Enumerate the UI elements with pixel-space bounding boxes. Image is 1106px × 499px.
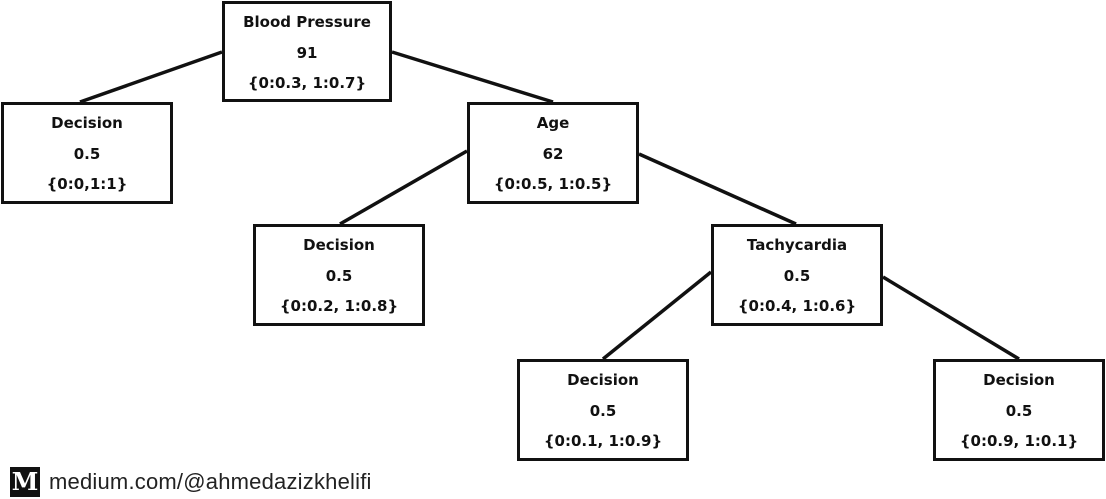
node-distribution: {0:0.3, 1:0.7}	[247, 74, 367, 92]
node-value: 0.5	[589, 402, 617, 420]
edge-root-left	[79, 50, 223, 104]
node-age: Age 62 {0:0.5, 1:0.5}	[467, 102, 639, 204]
footer-url: medium.com/@ahmedazizkhelifi	[49, 469, 372, 494]
footer-watermark: M medium.com/@ahmedazizkhelifi	[10, 467, 372, 497]
node-label: Decision	[51, 114, 123, 132]
node-decision-age-left: Decision 0.5 {0:0.2, 1:0.8}	[253, 224, 425, 326]
node-label: Age	[536, 114, 570, 132]
node-label: Blood Pressure	[243, 13, 371, 31]
medium-logo-icon: M	[10, 467, 40, 497]
edge-age-tachycardia	[638, 152, 797, 226]
node-blood-pressure: Blood Pressure 91 {0:0.3, 1:0.7}	[222, 1, 392, 102]
node-distribution: {0:0.9, 1:0.1}	[959, 432, 1079, 450]
node-distribution: {0:0.1, 1:0.9}	[543, 432, 663, 450]
node-value: 0.5	[73, 145, 101, 163]
node-label: Decision	[983, 371, 1055, 389]
node-decision-root-left: Decision 0.5 {0:0,1:1}	[1, 102, 173, 204]
node-decision-tachy-right: Decision 0.5 {0:0.9, 1:0.1}	[933, 359, 1105, 461]
edge-root-age	[391, 50, 554, 104]
node-value: 0.5	[783, 267, 811, 285]
edge-tachycardia-decision-left	[601, 270, 713, 361]
node-value: 91	[296, 44, 318, 62]
node-distribution: {0:0,1:1}	[46, 175, 128, 193]
node-label: Decision	[303, 236, 375, 254]
node-value: 62	[542, 145, 564, 163]
node-distribution: {0:0.4, 1:0.6}	[737, 297, 857, 315]
edge-tachycardia-decision-right	[882, 275, 1020, 361]
edge-age-decision	[339, 149, 468, 226]
node-value: 0.5	[325, 267, 353, 285]
node-tachycardia: Tachycardia 0.5 {0:0.4, 1:0.6}	[711, 224, 883, 326]
node-decision-tachy-left: Decision 0.5 {0:0.1, 1:0.9}	[517, 359, 689, 461]
node-distribution: {0:0.2, 1:0.8}	[279, 297, 399, 315]
node-label: Tachycardia	[746, 236, 848, 254]
node-distribution: {0:0.5, 1:0.5}	[493, 175, 613, 193]
node-label: Decision	[567, 371, 639, 389]
node-value: 0.5	[1005, 402, 1033, 420]
